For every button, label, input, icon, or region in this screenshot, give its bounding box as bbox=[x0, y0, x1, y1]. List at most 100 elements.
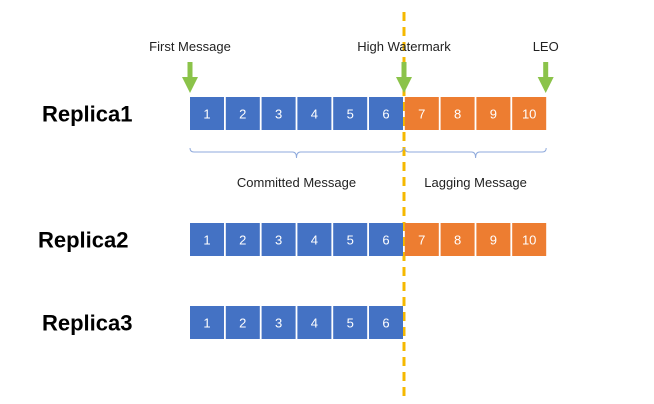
committed-cell-offset: 6 bbox=[382, 107, 389, 122]
replica-row-2: Replica2 1 2 3 4 5 6 7 8 9 10 bbox=[38, 223, 547, 256]
committed-cell: 5 bbox=[333, 97, 368, 130]
lagging-cell-box bbox=[404, 97, 439, 130]
committed-cell: 2 bbox=[225, 306, 260, 339]
brace-layer: Committed Message Lagging Message bbox=[189, 147, 547, 190]
lagging-cell: 9 bbox=[476, 97, 511, 130]
committed-cell-offset: 5 bbox=[347, 316, 354, 331]
committed-cell: 1 bbox=[190, 97, 224, 130]
pointer-arrow-shaft bbox=[401, 62, 407, 78]
lagging-cell-offset: 8 bbox=[454, 233, 461, 248]
committed-cell: 1 bbox=[190, 223, 224, 256]
pointer-layer: First Message High Watermark LEO bbox=[149, 39, 559, 93]
committed-cell-offset: 6 bbox=[382, 233, 389, 248]
lagging-cell-offset: 8 bbox=[454, 107, 461, 122]
committed-cell-offset: 2 bbox=[239, 316, 246, 331]
committed-cell-offset: 4 bbox=[311, 316, 318, 331]
committed-cell: 6 bbox=[369, 306, 403, 339]
committed-cell-offset: 4 bbox=[311, 107, 318, 122]
lagging-region-label: Lagging Message bbox=[424, 175, 527, 190]
committed-cell: 5 bbox=[333, 223, 368, 256]
committed-cell-box bbox=[190, 223, 224, 256]
committed-cell-box bbox=[369, 97, 403, 130]
replica-label: Replica3 bbox=[42, 311, 133, 336]
lagging-cell-offset: 10 bbox=[522, 233, 536, 248]
committed-cell-box bbox=[225, 306, 260, 339]
committed-cell-box bbox=[225, 97, 260, 130]
lagging-cell-offset: 7 bbox=[418, 107, 425, 122]
committed-cell: 3 bbox=[261, 223, 296, 256]
committed-cell-offset: 2 bbox=[239, 233, 246, 248]
lagging-cell: 8 bbox=[440, 223, 475, 256]
committed-cell-offset: 5 bbox=[347, 107, 354, 122]
lagging-brace bbox=[404, 147, 547, 159]
committed-cell-offset: 4 bbox=[311, 233, 318, 248]
committed-cell-offset: 1 bbox=[203, 233, 210, 248]
lagging-cell: 10 bbox=[512, 97, 547, 130]
lagging-cell-box bbox=[512, 97, 547, 130]
committed-cell-box bbox=[369, 306, 403, 339]
pointer-arrow-head-icon bbox=[182, 77, 198, 93]
committed-cell-box bbox=[297, 97, 332, 130]
committed-cell: 2 bbox=[225, 223, 260, 256]
lagging-cell-offset: 9 bbox=[490, 107, 497, 122]
lagging-cell: 8 bbox=[440, 97, 475, 130]
committed-cell-offset: 6 bbox=[382, 316, 389, 331]
committed-cell: 6 bbox=[369, 97, 403, 130]
pointer-label: First Message bbox=[149, 39, 231, 54]
lagging-cell: 9 bbox=[476, 223, 511, 256]
committed-region-label: Committed Message bbox=[237, 175, 356, 190]
committed-cell: 6 bbox=[369, 223, 403, 256]
committed-cell-box bbox=[225, 223, 260, 256]
committed-cell-box bbox=[297, 306, 332, 339]
pointer-arrow-shaft bbox=[187, 62, 193, 78]
committed-cell: 4 bbox=[297, 97, 332, 130]
pointer-arrow-head-icon bbox=[537, 77, 554, 93]
lagging-cell-offset: 7 bbox=[418, 233, 425, 248]
committed-cell: 4 bbox=[297, 306, 332, 339]
committed-cell-box bbox=[297, 223, 332, 256]
lagging-cell: 7 bbox=[404, 223, 439, 256]
committed-cell-offset: 5 bbox=[347, 233, 354, 248]
lagging-cell-offset: 10 bbox=[522, 107, 536, 122]
lagging-cell-box bbox=[404, 223, 439, 256]
pointer-high-watermark: High Watermark bbox=[357, 39, 451, 93]
committed-cell: 4 bbox=[297, 223, 332, 256]
lagging-cell-offset: 9 bbox=[490, 233, 497, 248]
committed-cell-offset: 1 bbox=[203, 107, 210, 122]
committed-cell-box bbox=[190, 306, 224, 339]
committed-cell: 2 bbox=[225, 97, 260, 130]
lagging-cell-box bbox=[476, 223, 511, 256]
committed-cell-box bbox=[333, 97, 368, 130]
pointer-label: LEO bbox=[533, 39, 559, 54]
committed-cell: 5 bbox=[333, 306, 368, 339]
committed-cell-offset: 1 bbox=[203, 316, 210, 331]
pointer-leo: LEO bbox=[533, 39, 559, 93]
replica-label: Replica2 bbox=[38, 228, 129, 253]
lagging-cell: 7 bbox=[404, 97, 439, 130]
replica-label: Replica1 bbox=[42, 102, 133, 127]
lagging-cell-box bbox=[440, 97, 475, 130]
pointer-first-message: First Message bbox=[149, 39, 231, 93]
lagging-cell-box bbox=[512, 223, 547, 256]
lagging-cell-box bbox=[440, 223, 475, 256]
committed-cell-box bbox=[333, 306, 368, 339]
committed-cell: 3 bbox=[261, 306, 296, 339]
committed-cell-offset: 3 bbox=[275, 107, 282, 122]
committed-cell-box bbox=[261, 97, 296, 130]
pointer-arrow-shaft bbox=[543, 62, 549, 78]
committed-cell: 1 bbox=[190, 306, 224, 339]
pointer-arrow-head-icon bbox=[396, 77, 412, 93]
committed-cell-box bbox=[261, 223, 296, 256]
lagging-cell-box bbox=[476, 97, 511, 130]
replica-row-1: Replica1 1 2 3 4 5 6 7 8 9 10 bbox=[42, 97, 547, 130]
committed-cell-box bbox=[333, 223, 368, 256]
committed-cell-box bbox=[190, 97, 224, 130]
committed-cell-box bbox=[261, 306, 296, 339]
committed-brace bbox=[189, 147, 404, 159]
pointer-label: High Watermark bbox=[357, 39, 451, 54]
committed-cell-offset: 3 bbox=[275, 233, 282, 248]
committed-cell-offset: 2 bbox=[239, 107, 246, 122]
committed-cell: 3 bbox=[261, 97, 296, 130]
